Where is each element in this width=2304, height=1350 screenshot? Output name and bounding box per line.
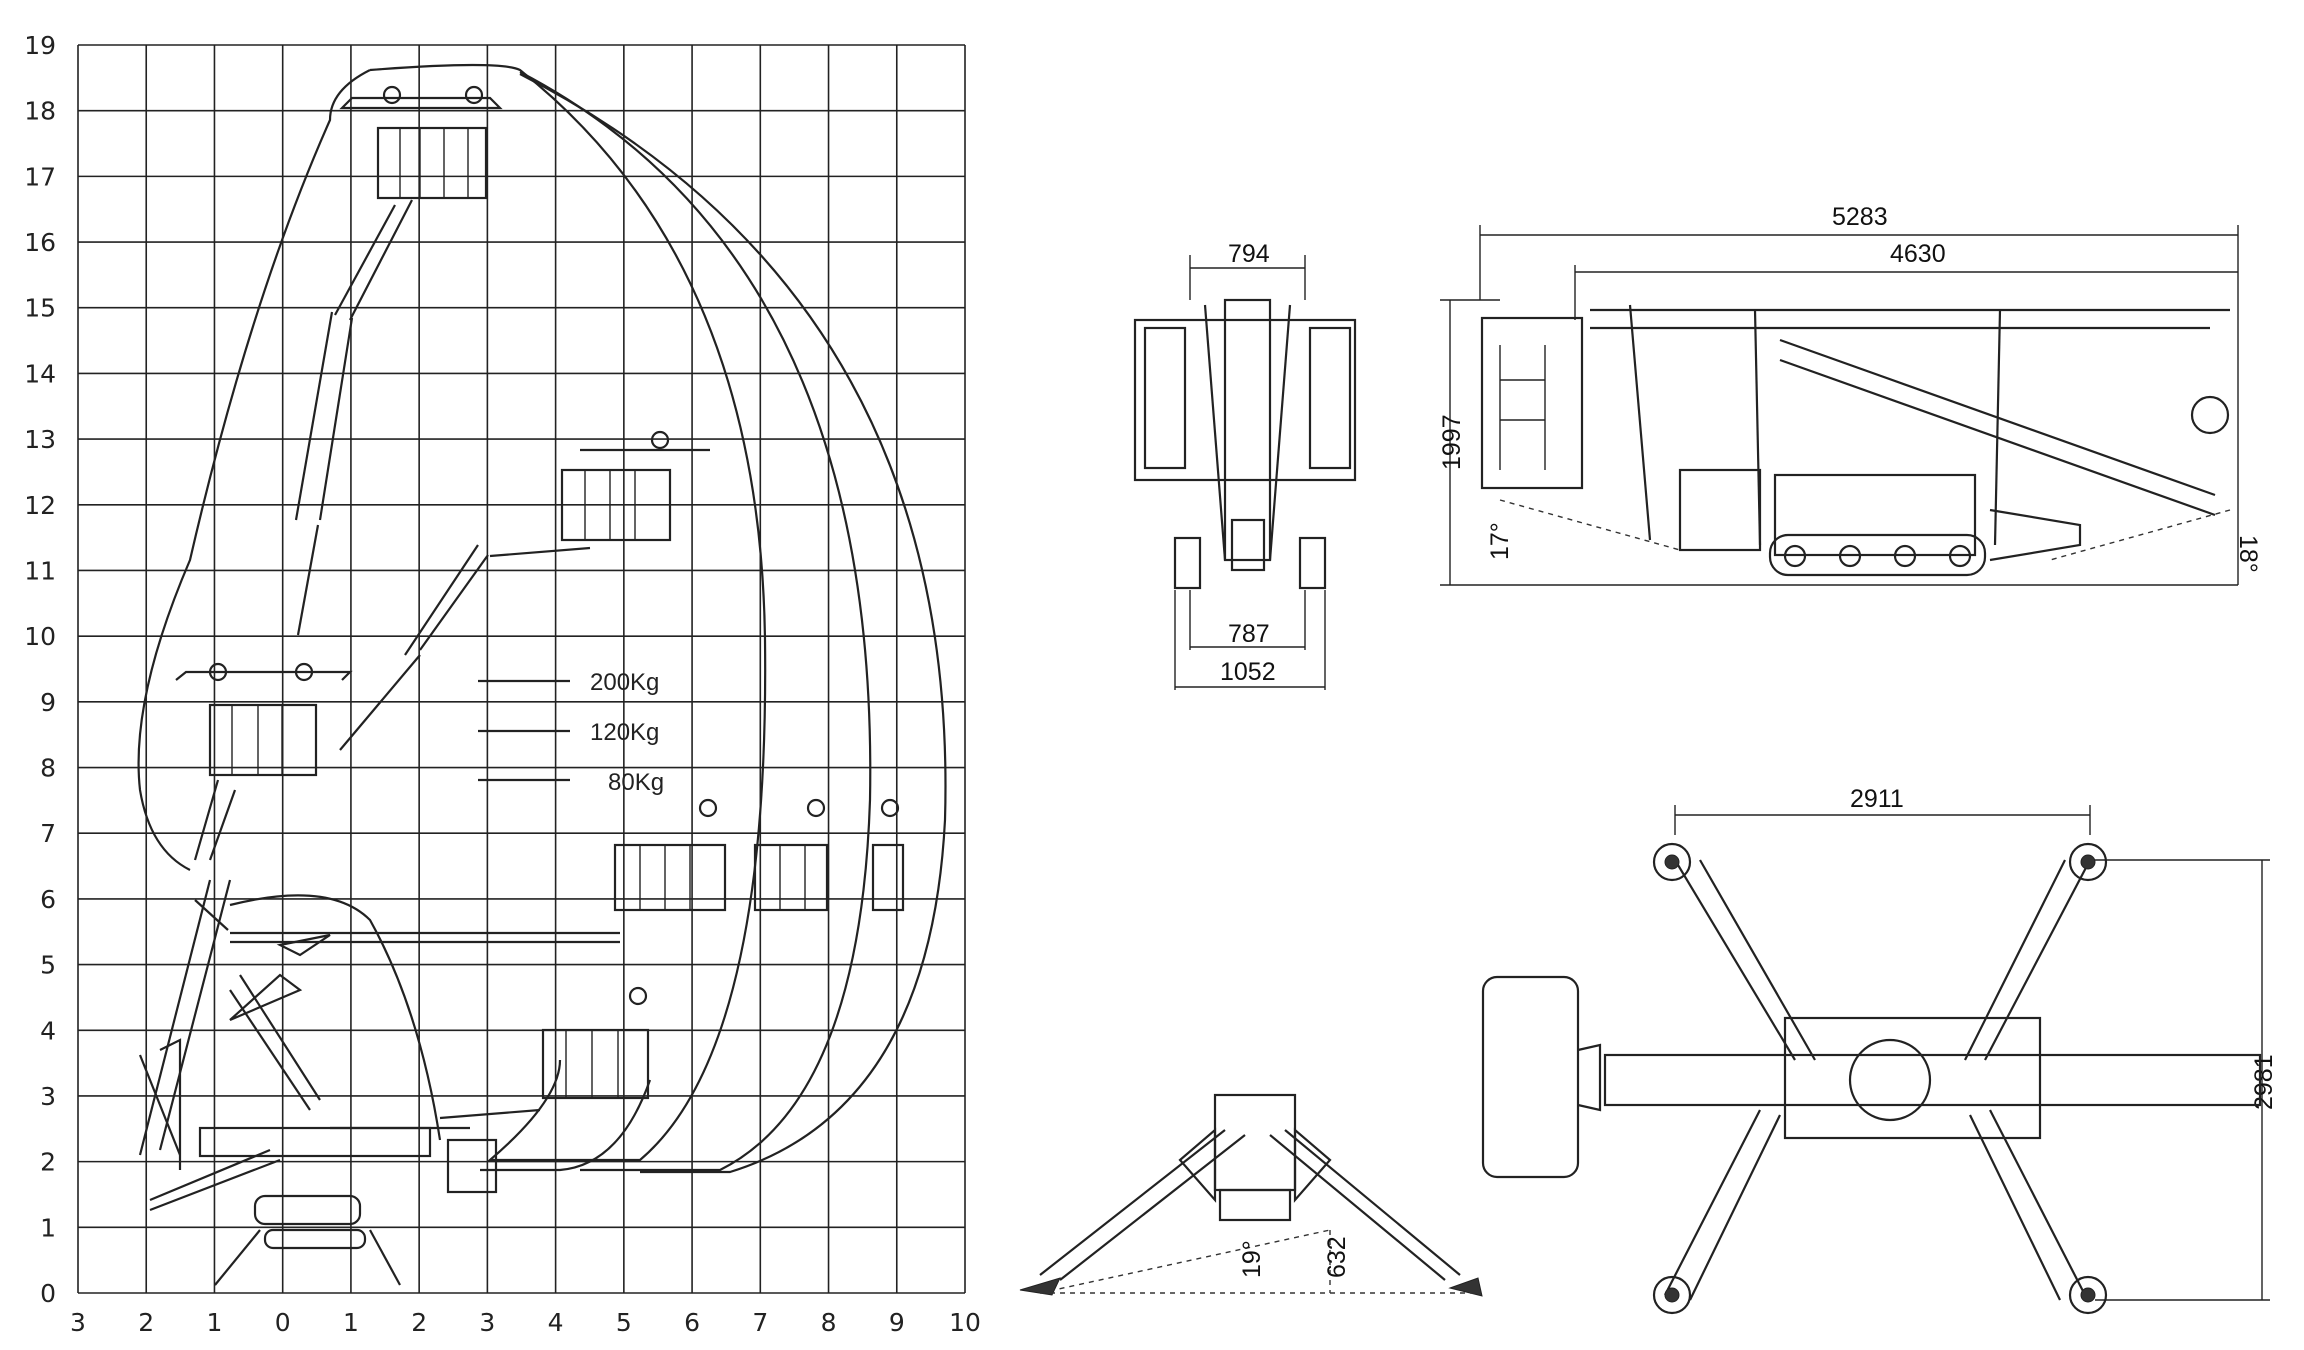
y-tick-label: 14 [24,359,56,388]
top-outrigger-depth: 2981 [2250,1054,2278,1110]
legend-label-200: 200Kg [590,669,659,696]
side-rear-angle: 18° [2234,535,2262,573]
legend-label-80: 80Kg [608,769,664,796]
side-transport-length: 4630 [1890,240,1946,268]
y-tick-label: 1 [40,1213,56,1242]
load-legend: 200Kg 120Kg 80Kg [478,669,664,796]
x-tick-label: 0 [275,1308,291,1337]
y-tick-label: 15 [24,294,56,323]
y-tick-label: 11 [24,556,56,585]
x-tick-label: 4 [548,1308,564,1337]
reach-envelope-curves [137,63,947,1174]
front-view: 794 787 1052 [1133,240,1357,690]
side-overall-length: 5283 [1832,203,1888,231]
platform-top [294,85,503,636]
platform-upper-mid [339,430,710,751]
x-tick-label: 1 [343,1308,359,1337]
side-view: 5283 4630 1997 17° 18° [1438,203,2262,586]
stabilizer-view: 19° 632 [1019,1093,1483,1297]
y-tick-label: 18 [24,97,56,126]
x-tick-label: 6 [684,1308,700,1337]
x-tick-label: 3 [479,1308,495,1337]
top-outrigger-span: 2911 [1850,785,1904,813]
x-tick-label: 2 [411,1308,427,1337]
x-tick-label: 7 [752,1308,768,1337]
y-tick-label: 2 [40,1148,56,1177]
platform-left [175,662,353,861]
side-height: 1997 [1438,414,1466,470]
y-tick-label: 8 [40,754,56,783]
machine-base-elevation [138,879,432,1286]
x-tick-label: 1 [207,1308,223,1337]
front-track-width: 787 [1228,620,1270,648]
legend-label-120: 120Kg [590,719,659,746]
x-tick-label: 2 [138,1308,154,1337]
x-tick-label: 3 [70,1308,86,1337]
platform-mid-row [194,798,905,957]
side-front-angle: 17° [1486,522,1514,560]
top-view: 2911 2981 [1481,785,2278,1315]
y-tick-label: 5 [40,951,56,980]
y-tick-label: 9 [40,688,56,717]
front-overall-width: 1052 [1220,658,1276,686]
y-tick-label: 16 [24,228,56,257]
x-tick-label: 8 [821,1308,837,1337]
x-tick-label: 10 [949,1308,981,1337]
x-tick-label: 9 [889,1308,905,1337]
y-tick-label: 3 [40,1082,56,1111]
stabilizer-lift: 632 [1323,1236,1351,1278]
y-tick-label: 17 [24,162,56,191]
y-tick-label: 12 [24,491,56,520]
stabilizer-angle: 19° [1238,1240,1266,1278]
x-tick-label: 5 [616,1308,632,1337]
y-tick-label: 10 [24,622,56,651]
y-tick-label: 4 [40,1016,56,1045]
y-tick-label: 7 [40,819,56,848]
y-tick-label: 13 [24,425,56,454]
working-envelope-grid [77,44,966,1294]
y-tick-label: 19 [24,31,56,60]
front-top-width: 794 [1228,240,1270,268]
y-tick-label: 0 [40,1279,56,1308]
y-tick-label: 6 [40,885,56,914]
